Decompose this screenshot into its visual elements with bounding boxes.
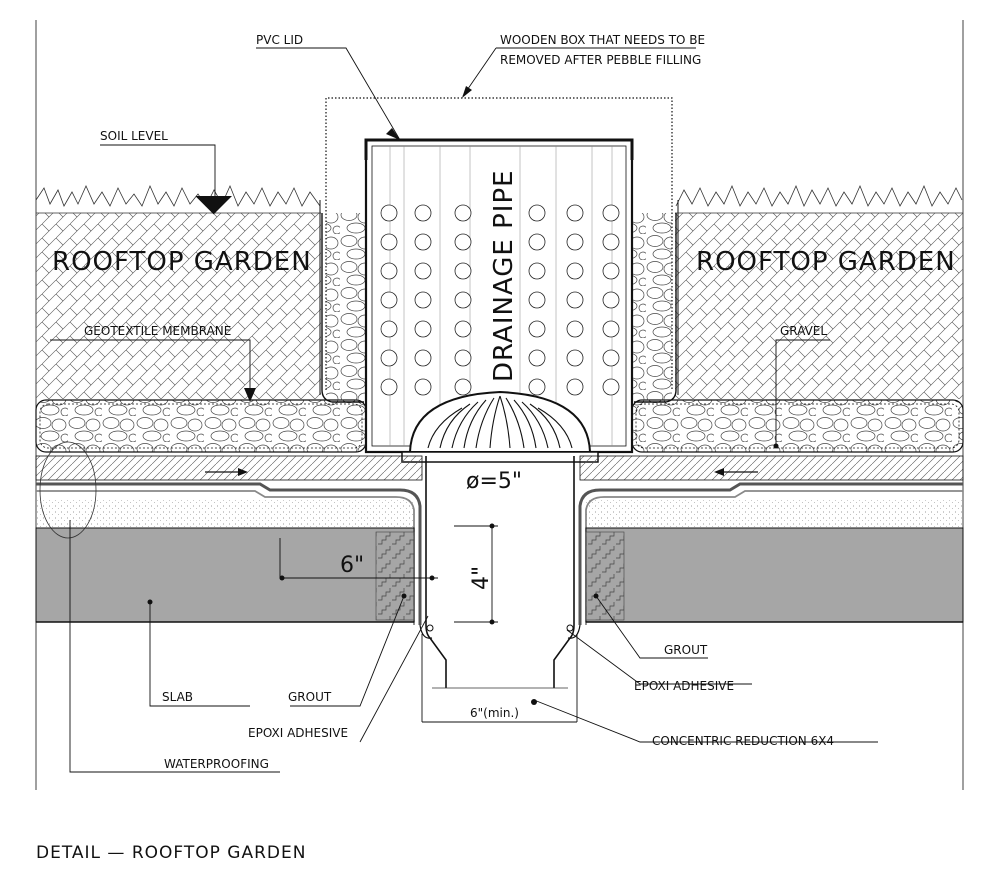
perforation-hole [528,349,546,367]
dim-4-dot-bottom [489,619,495,625]
pvc-lid-arrowhead [386,128,400,140]
perforation-hole [380,291,398,309]
label-geotextile: GEOTEXTILE MEMBRANE [84,324,231,338]
perforation-hole [602,378,620,396]
soil-level-marker [196,196,232,214]
gravel-layer-left [35,399,367,453]
perforation-hole [528,262,546,280]
perforation-hole [454,378,472,396]
perforation-hole [566,233,584,251]
label-garden-right: ROOFTOP GARDEN [696,247,956,277]
waterproofing-highlight [39,441,97,539]
label-dim-4: 4" [469,566,494,590]
perforation-hole [528,378,546,396]
label-soil-level: SOIL LEVEL [100,129,168,143]
perforation-hole [528,320,546,338]
concentric-reduction [419,456,581,689]
perforation-hole [414,320,432,338]
perforation-hole [380,378,398,396]
perforation-hole [566,262,584,280]
detail-title: DETAIL — ROOFTOP GARDEN [36,843,306,863]
perforation-hole [454,262,472,280]
perforation-hole [528,233,546,251]
dome-strainer [401,390,599,463]
label-concentric-reduction: CONCENTRIC REDUCTION 6X4 [652,734,834,748]
perforation-hole [602,233,620,251]
slab-layers [35,455,964,625]
dim-4-dot-top [489,523,495,529]
perforation-hole [566,291,584,309]
perforation-hole [602,262,620,280]
label-pvc-lid: PVC LID [256,33,303,47]
soil-right [675,184,963,399]
perforation-hole [454,320,472,338]
perforation-hole [454,291,472,309]
concentric-dot [531,699,537,705]
grout-right-dot [593,593,599,599]
perforation-hole [602,349,620,367]
label-grout-left: GROUT [288,690,332,704]
gravel-layer-right [631,399,964,453]
perforation-hole [566,204,584,222]
perforation-hole [414,349,432,367]
label-garden-left: ROOFTOP GARDEN [52,247,312,277]
perforation-hole [528,291,546,309]
perforation-hole [414,291,432,309]
perforation-hole [566,320,584,338]
dim-6-dot-end [429,575,435,581]
perforation-hole [414,233,432,251]
label-waterproofing: WATERPROOFING [164,757,269,771]
perforation-hole [454,349,472,367]
label-dim-6: 6" [340,553,364,578]
label-epoxi-left: EPOXI ADHESIVE [248,726,348,740]
label-wooden-box-2: REMOVED AFTER PEBBLE FILLING [500,53,701,67]
wooden-box [319,97,679,395]
gravel-dot [773,443,779,449]
soil-left [35,184,321,399]
perforation-hole [566,349,584,367]
perforation-hole [454,204,472,222]
perforation-hole [528,204,546,222]
geotextile-arrowhead [244,388,256,402]
label-dim-6-min: 6"(min.) [470,706,519,720]
perforation-hole [602,204,620,222]
grout-left-dot [401,593,407,599]
perforation-hole [414,378,432,396]
perforation-hole [380,233,398,251]
label-epoxi-right: EPOXI ADHESIVE [634,679,734,693]
perforation-hole [380,320,398,338]
flow-arrow-right [714,468,758,476]
slab-dot [147,599,153,605]
perforation-hole [414,204,432,222]
pvc-lid [364,138,634,160]
flow-arrow-left [205,468,248,476]
perforation-hole [414,262,432,280]
label-wooden-box-1: WOODEN BOX THAT NEEDS TO BE [500,33,705,47]
dim-6-dot [279,575,285,581]
perforation-hole [602,291,620,309]
perforation-hole [380,349,398,367]
wooden-box-arrowhead [462,86,472,98]
perforation-hole [602,320,620,338]
perforation-hole [380,262,398,280]
pebble-fill [321,213,677,403]
perforation-hole [566,378,584,396]
label-grout-right: GROUT [664,643,708,657]
label-gravel: GRAVEL [780,324,827,338]
perforation-hole [454,233,472,251]
label-drainage-pipe: DRAINAGE PIPE [489,169,519,382]
soil-level-marker-edge [195,195,215,215]
perforation-hole [380,204,398,222]
label-diameter: ø=5" [466,469,522,494]
label-slab: SLAB [162,690,193,704]
